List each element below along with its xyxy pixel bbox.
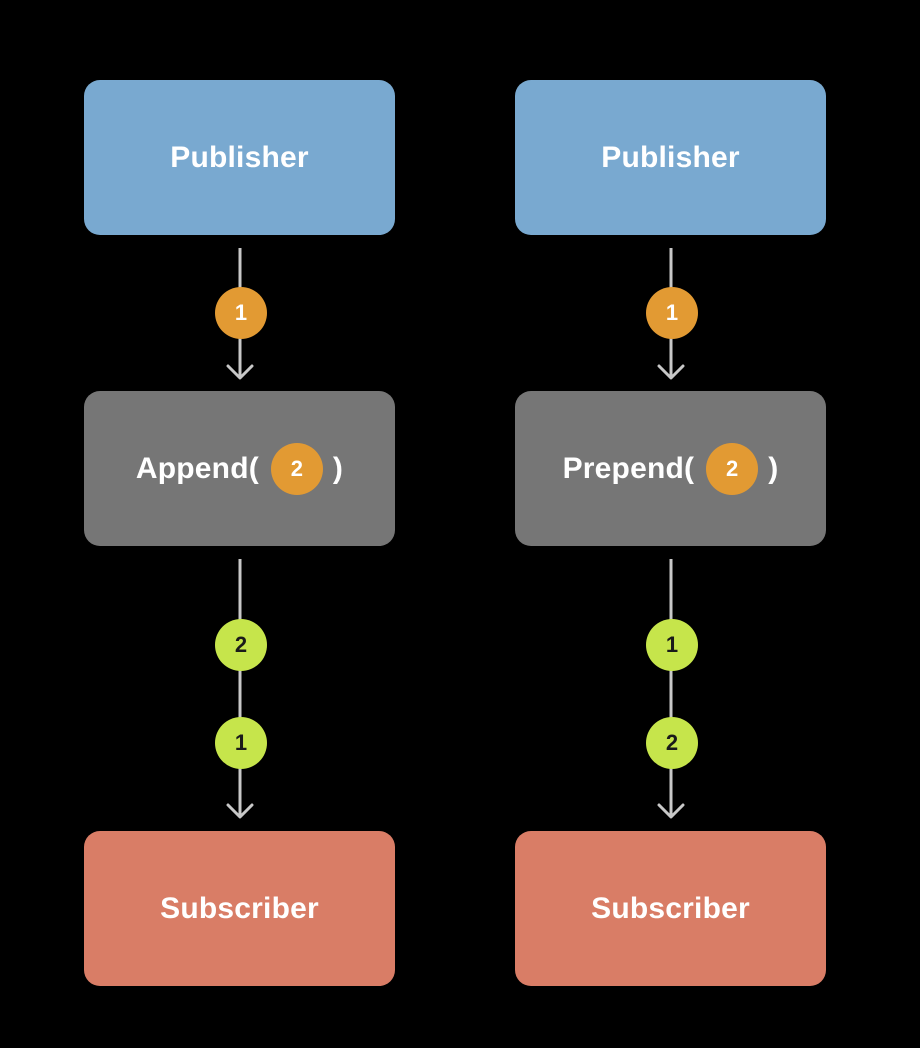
operator-close-paren: ) [768,451,779,485]
arrow-down-icon [657,803,685,819]
operator-close-paren: ) [332,451,344,485]
connector-operator-to-subscriber [657,559,685,821]
append-column: Publisher 1 Append( 2 ) 2 1 Subscriber [84,0,395,1048]
subscriber-box: Subscriber [84,831,395,986]
output-value-badge: 2 [646,717,698,769]
arrow-down-icon [226,364,254,380]
append-operator-box: Append( 2 ) [84,391,395,546]
subscriber-label: Subscriber [160,891,319,925]
arrow-down-icon [657,364,685,380]
publisher-label: Publisher [170,140,309,174]
output-value-badge: 1 [215,717,267,769]
input-value-badge: 1 [646,287,698,339]
arrow-down-icon [226,803,254,819]
prepend-operator-box: Prepend( 2 ) [515,391,826,546]
subscriber-label: Subscriber [591,891,750,925]
publisher-box: Publisher [515,80,826,235]
connector-operator-to-subscriber [226,559,254,821]
subscriber-box: Subscriber [515,831,826,986]
operator-value-badge: 2 [270,442,323,495]
output-value-badge: 2 [215,619,267,671]
publisher-box: Publisher [84,80,395,235]
publisher-label: Publisher [601,140,740,174]
input-value-badge: 1 [215,287,267,339]
operator-value-badge: 2 [706,442,759,495]
operator-name: Prepend( [562,451,695,485]
prepend-column: Publisher 1 Prepend( 2 ) 1 2 Subscriber [515,0,826,1048]
operator-name: Append( [135,451,259,485]
output-value-badge: 1 [646,619,698,671]
